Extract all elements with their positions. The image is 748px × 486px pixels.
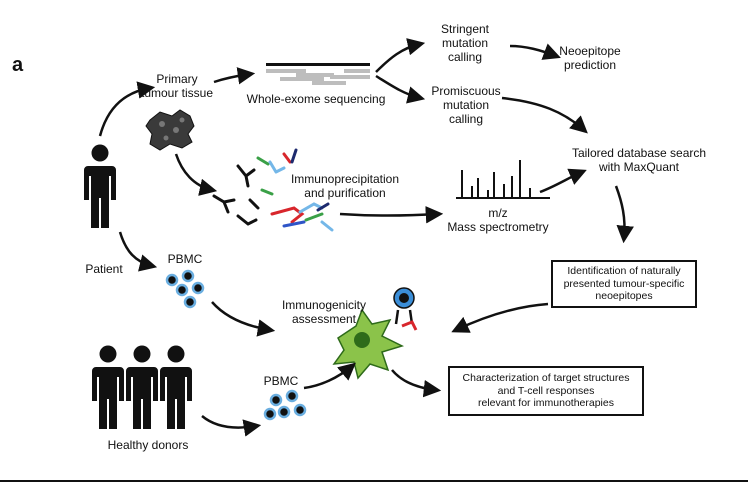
tumour-tissue-icon — [145, 109, 195, 151]
mass-spec-label: Mass spectrometry — [447, 220, 549, 234]
healthy-donors-label: Healthy donors — [107, 438, 189, 452]
pbmc-donor-icon — [263, 389, 307, 421]
bottom-rule — [0, 480, 748, 482]
dendritic-cell-icon — [332, 308, 405, 380]
mass-spectrum-icon — [456, 160, 550, 199]
patient-icon — [84, 144, 116, 228]
t-cell-icon — [393, 287, 418, 331]
panel-label: a — [12, 54, 24, 76]
patient-label: Patient — [85, 262, 123, 276]
wes-label: Whole-exome sequencing — [246, 92, 386, 106]
mz-label: m/z — [488, 206, 508, 220]
hla-peptide-complexes-icon — [212, 148, 334, 232]
sequencing-reads-icon — [266, 63, 370, 85]
pbmc-patient-label: PBMC — [167, 252, 203, 266]
workflow-arrows — [98, 38, 634, 437]
healthy-donors-icon — [92, 345, 192, 429]
pbmc-donor-label: PBMC — [263, 374, 299, 388]
pbmc-patient-icon — [165, 269, 205, 309]
